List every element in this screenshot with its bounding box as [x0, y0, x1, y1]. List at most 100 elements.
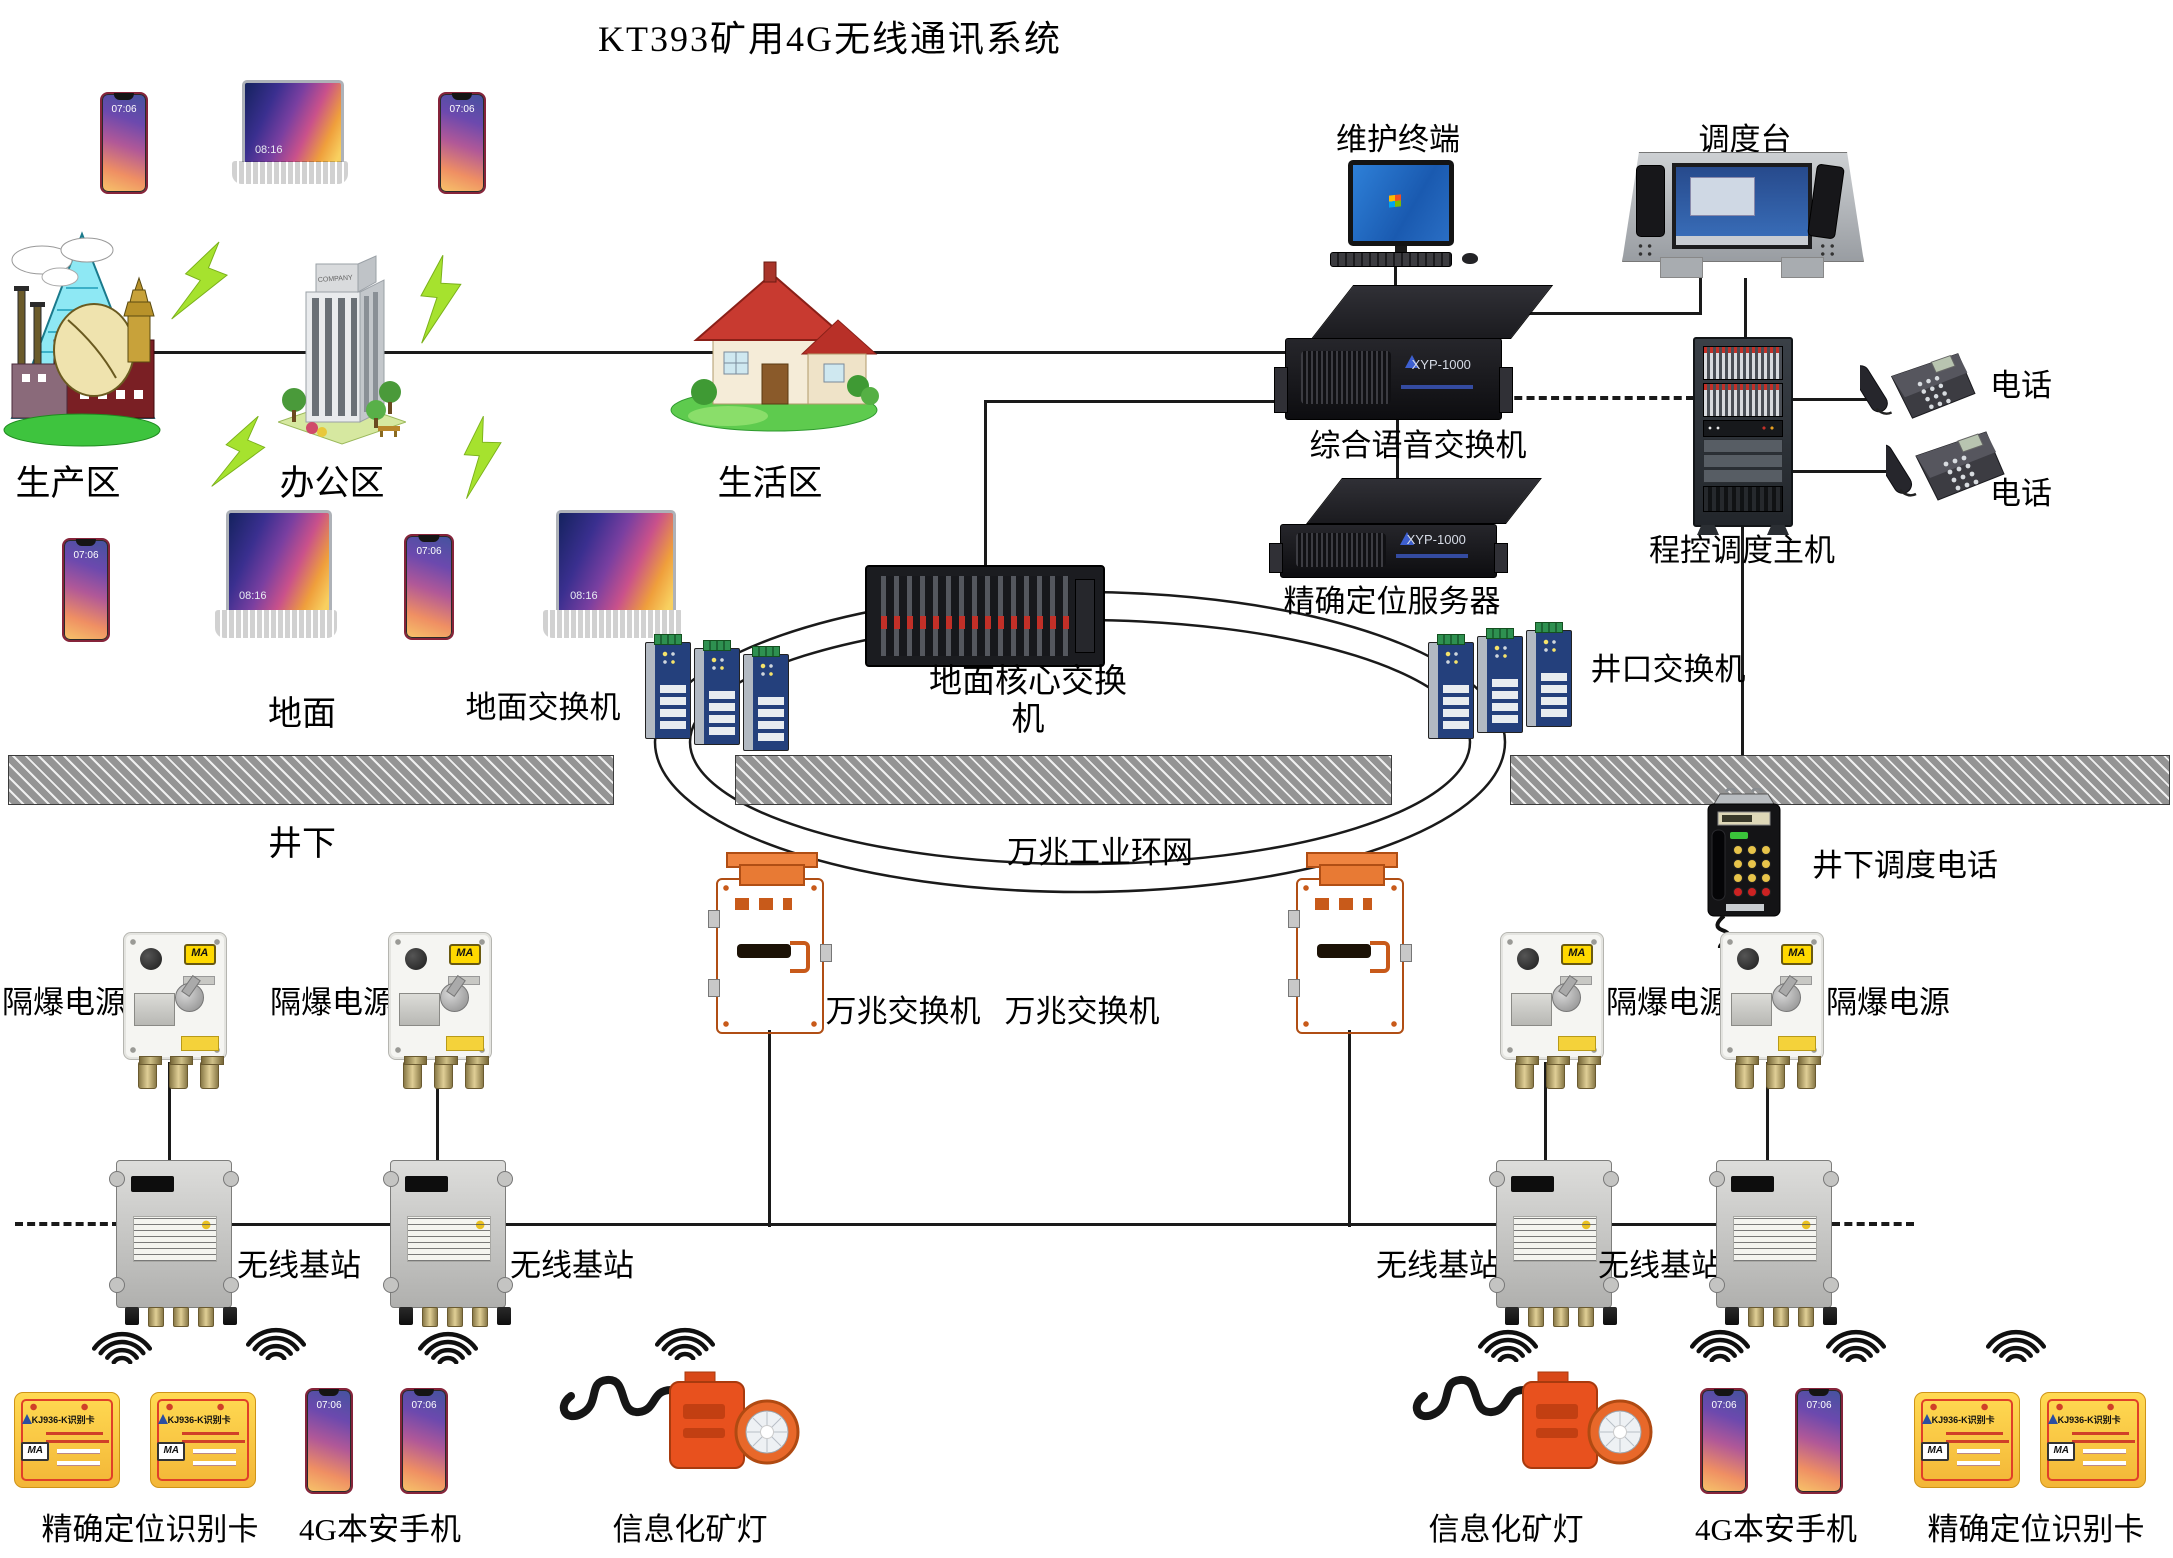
phone-time: 07:06	[316, 1400, 342, 1411]
wifi-icon	[246, 1312, 306, 1360]
locator-card-icon: KJ936-K识别卡 MA	[1914, 1392, 2020, 1488]
server-model: XYP-1000	[1406, 532, 1466, 548]
wifi-icon	[1986, 1314, 2046, 1362]
line-voice-positioning	[1396, 418, 1399, 482]
label-base-station: 无线基站	[1376, 1248, 1500, 1283]
wifi-icon	[1690, 1314, 1750, 1362]
wifi-icon	[655, 1312, 715, 1360]
label-telephone: 电话	[1990, 368, 2052, 403]
label-base-station: 无线基站	[510, 1248, 634, 1283]
line-core-voice	[984, 400, 1324, 403]
label-voice-switch: 综合语音交换机	[1309, 428, 1527, 463]
mine-phone-icon	[1696, 788, 1792, 948]
label-flameproof-power: 隔爆电源	[270, 985, 394, 1020]
card-model: KJ936-K识别卡	[167, 1414, 231, 1425]
label-gigabit-switch: 万兆交换机	[825, 994, 981, 1029]
label-maintenance-terminal: 维护终端	[1336, 122, 1460, 157]
line-rack-phone2	[1790, 470, 1895, 473]
surface-bar	[1510, 755, 2170, 805]
handset-icon	[1636, 164, 1665, 238]
mouse-icon	[1462, 253, 1478, 264]
ma-badge: MA	[1921, 1441, 1950, 1461]
line-console-rack	[1744, 278, 1747, 340]
label-core-switch: 地面核心交换机	[929, 664, 1127, 738]
line-psu2-bs2	[436, 1062, 439, 1164]
mobile-phone-icon: 07:06	[1700, 1388, 1748, 1494]
wellhead-switch-icon	[1428, 622, 1574, 740]
label-underground-phone: 井下调度电话	[1812, 848, 1998, 883]
line-rack-underground-phone	[1741, 523, 1744, 793]
desk-phone-icon	[1886, 426, 2006, 502]
phone-time: 07:06	[1711, 1400, 1737, 1411]
lightning-icon	[396, 249, 485, 347]
underground-backbone-1	[230, 1223, 393, 1226]
surface-bar	[8, 755, 614, 805]
phone-time: 07:06	[1806, 1400, 1832, 1411]
label-flameproof-power: 隔爆电源	[1606, 985, 1730, 1020]
lightning-icon	[158, 232, 250, 332]
wifi-icon	[1826, 1314, 1886, 1362]
label-locator-card: 精确定位识别卡	[41, 1512, 259, 1547]
wifi-icon	[1478, 1314, 1538, 1362]
label-gigabit-switch: 万兆交换机	[1004, 994, 1160, 1029]
power-supply-icon: MA	[1500, 932, 1604, 1089]
label-dispatch-console: 调度台	[1698, 122, 1792, 157]
card-model: KJ936-K识别卡	[31, 1414, 95, 1425]
label-mine-lamp: 信息化矿灯	[1428, 1512, 1584, 1547]
phone-icon: 07:06	[438, 92, 486, 194]
dispatch-console-icon	[1622, 152, 1864, 278]
laptop-icon: 08:16	[543, 510, 683, 638]
mine-lamp-icon	[1408, 1360, 1653, 1492]
phone-time: 07:06	[73, 550, 99, 561]
label-positioning-server: 精确定位服务器	[1283, 584, 1501, 619]
monitor-icon	[1348, 160, 1454, 264]
core-switch-icon	[865, 565, 1105, 667]
gigabit-switch-icon	[1288, 852, 1412, 1034]
base-station-icon	[1489, 1160, 1619, 1327]
line-gswitch1-backbone	[768, 1030, 771, 1227]
house-icon	[668, 258, 883, 433]
server-brand-line	[1401, 385, 1474, 390]
locator-card-icon: KJ936-K识别卡 MA	[2040, 1392, 2146, 1488]
card-model: KJ936-K识别卡	[2057, 1414, 2121, 1425]
line-console-voice	[1394, 312, 1702, 315]
line-psu3-bs3	[1544, 1062, 1547, 1164]
laptop-icon: 08:16	[215, 510, 337, 638]
phone-icon: 07:06	[100, 92, 148, 194]
line-gswitch2-backbone	[1348, 1030, 1351, 1227]
lightning-icon	[441, 410, 524, 503]
label-safe-phone: 4G本安手机	[299, 1512, 461, 1547]
phone-time: 07:06	[449, 104, 475, 115]
label-surface: 地面	[268, 696, 336, 733]
phone-time: 07:06	[111, 104, 137, 115]
zone-label-production: 生产区	[15, 464, 121, 503]
ma-badge: MA	[157, 1441, 186, 1461]
label-wellhead-switch: 井口交换机	[1590, 652, 1746, 687]
locator-card-icon: KJ936-K识别卡 MA	[150, 1392, 256, 1488]
label-mine-lamp: 信息化矿灯	[612, 1512, 768, 1547]
locator-card-icon: KJ936-K识别卡 MA	[14, 1392, 120, 1488]
desk-phone-icon	[1860, 348, 1980, 420]
label-ring-network: 万兆工业环网	[1007, 835, 1193, 870]
dispatch-host-rack-icon	[1693, 337, 1793, 535]
factory-icon	[2, 222, 162, 452]
page-title: KT393矿用4G无线通讯系统	[598, 19, 1062, 59]
power-supply-icon: MA	[1720, 932, 1824, 1089]
ma-badge: MA	[183, 944, 216, 966]
underground-backbone-dash-right	[1832, 1222, 1914, 1226]
underground-backbone-2	[505, 1223, 1500, 1226]
line-psu1-bs1	[168, 1062, 171, 1164]
gigabit-switch-icon	[708, 852, 832, 1034]
line-psu4-bs4	[1766, 1062, 1769, 1164]
base-station-icon	[109, 1160, 239, 1327]
label-telephone: 电话	[1990, 476, 2052, 511]
zone-label-living: 生活区	[717, 464, 823, 503]
label-safe-phone: 4G本安手机	[1695, 1512, 1857, 1547]
console-screen	[1672, 163, 1813, 250]
base-station-icon	[383, 1160, 513, 1327]
wifi-icon	[418, 1316, 478, 1364]
laptop-icon: 08:16	[232, 80, 348, 184]
label-base-station: 无线基站	[237, 1248, 361, 1283]
phone-time: 07:06	[416, 546, 442, 557]
office-building-icon: COMPANY	[278, 250, 406, 452]
